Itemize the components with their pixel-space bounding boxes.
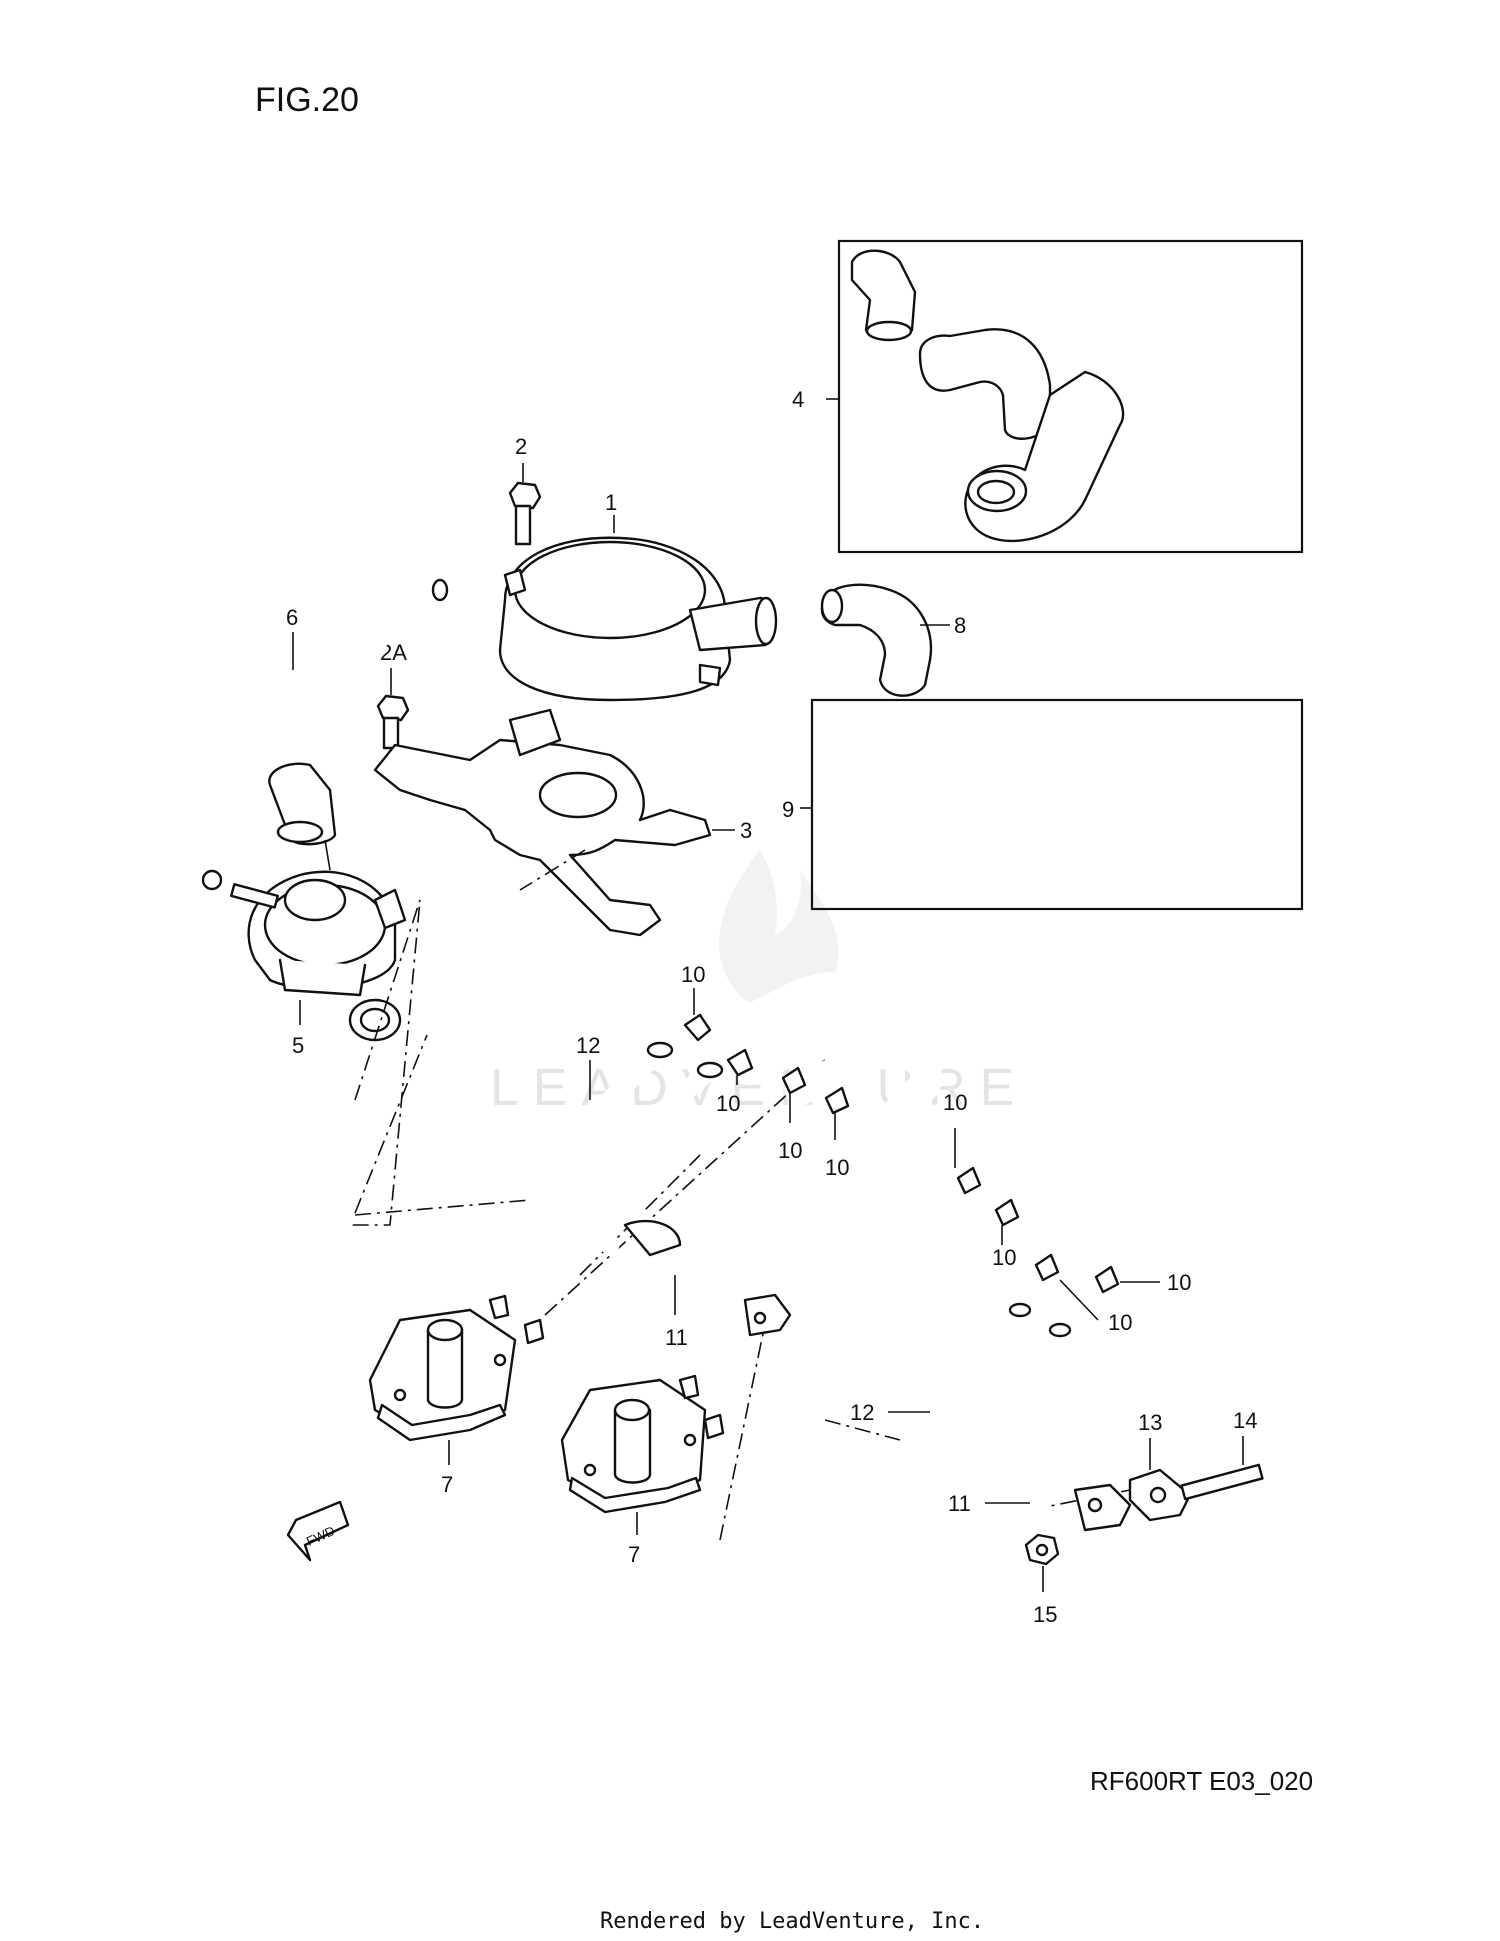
fwd-arrow-icon: FWD [286, 1500, 350, 1562]
callout-10-a: 10 [681, 962, 705, 987]
watermark-flame-icon [719, 850, 839, 1012]
callout-10-d: 10 [825, 1155, 849, 1180]
part-11-pipe-right[interactable] [957, 1432, 1132, 1532]
callout-8: 8 [954, 613, 966, 638]
part-1-air-valve[interactable] [498, 515, 778, 702]
callout-10-b: 10 [716, 1091, 740, 1116]
callout-14: 14 [1233, 1408, 1257, 1433]
callout-7-a: 7 [441, 1472, 453, 1497]
callout-2: 2 [515, 434, 527, 459]
part-7-reed-valve-left[interactable] [368, 1294, 545, 1465]
callout-12-b: 12 [850, 1400, 874, 1425]
callout-1: 1 [605, 490, 617, 515]
part-4-hose-kit-box[interactable] [826, 239, 1304, 554]
pipe-elbow-hose[interactable] [462, 1147, 604, 1263]
footer-credit: Rendered by LeadVenture, Inc. [600, 1909, 984, 1934]
part-11-pipe-left[interactable] [623, 1219, 792, 1337]
callout-10-f: 10 [992, 1245, 1016, 1270]
callout-13: 13 [1138, 1410, 1162, 1435]
upper-u-hoses[interactable] [704, 971, 943, 1131]
callout-15: 15 [1033, 1602, 1057, 1627]
part-14-stud[interactable] [1180, 1436, 1264, 1501]
callout-10-e: 10 [943, 1090, 967, 1115]
callout-4: 4 [792, 387, 804, 412]
callout-6: 6 [286, 605, 298, 630]
part-13-gasket[interactable] [1128, 1438, 1192, 1522]
clamps-10[interactable] [683, 988, 1160, 1321]
callout-11-b: 11 [948, 1491, 971, 1516]
part-6-hose[interactable] [177, 578, 449, 891]
callout-10-h: 10 [1108, 1310, 1132, 1335]
part-3-bracket[interactable] [373, 708, 735, 937]
part-2a-bolt[interactable] [376, 668, 410, 750]
part-2-bolt[interactable] [508, 463, 542, 546]
callout-7-b: 7 [628, 1542, 640, 1567]
callout-11-a: 11 [665, 1325, 688, 1350]
callout-10-c: 10 [778, 1138, 802, 1163]
callout-3: 3 [740, 818, 752, 843]
right-u-hoses[interactable] [984, 1081, 1217, 1226]
callout-9: 9 [782, 797, 794, 822]
figure-code: RF600RT E03_020 [1090, 1766, 1313, 1796]
part-15-nut[interactable] [1024, 1533, 1060, 1592]
figure-title: FIG.20 [255, 81, 359, 119]
part-5-control-valve[interactable] [230, 762, 407, 1025]
callout-5: 5 [292, 1033, 304, 1058]
part-7-reed-valve-right[interactable] [560, 1374, 725, 1535]
part-8-hose[interactable] [820, 583, 950, 697]
part-12-pipe-right[interactable] [888, 1301, 1072, 1454]
callout-12-a: 12 [576, 1033, 600, 1058]
callout-10-g: 10 [1167, 1270, 1191, 1295]
part-9-hose-kit-box[interactable] [800, 698, 1304, 911]
